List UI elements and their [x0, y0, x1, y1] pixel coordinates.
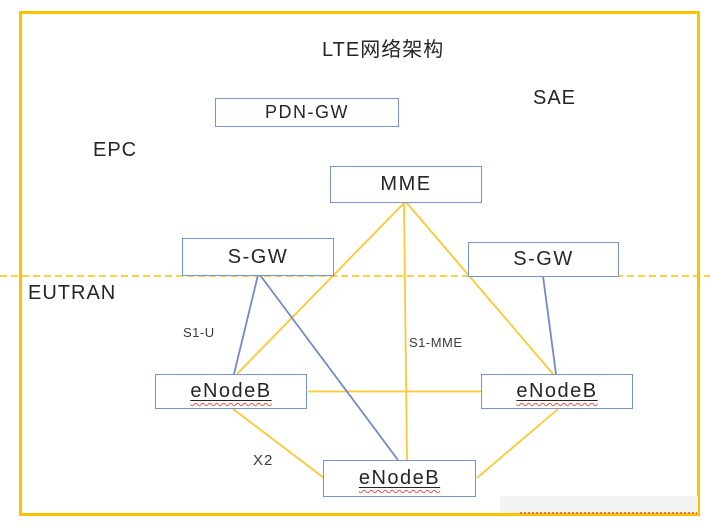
edge-label-s1-mme[interactable]: S1-MME [409, 335, 463, 350]
highlight-artifact [500, 496, 698, 513]
edge-mme-enodeb-left [236, 201, 406, 375]
diagram-title[interactable]: LTE网络架构 [322, 39, 445, 61]
region-label-epc[interactable]: EPC [93, 139, 138, 161]
edge-mme-enodeb-right [405, 201, 554, 375]
node-enodeb-left[interactable]: eNodeB [155, 374, 307, 409]
node-sgw-right[interactable]: S-GW [468, 242, 619, 277]
edge-sgwright-enodeb-right [542, 275, 557, 375]
region-label-sae[interactable]: SAE [533, 87, 577, 109]
edge-label-x2[interactable]: X2 [253, 452, 274, 469]
node-sgw-left[interactable]: S-GW [182, 238, 334, 276]
edge-sgwleft-enodeb-bottom [259, 274, 399, 461]
edge-x2-enodeb-left-bottom [232, 408, 325, 479]
edge-sgwleft-enodeb-left [233, 274, 259, 375]
node-mme[interactable]: MME [330, 166, 482, 203]
node-pdn-gw[interactable]: PDN-GW [215, 98, 399, 127]
region-label-eutran[interactable]: EUTRAN [28, 282, 117, 304]
node-sgw-right-label: S-GW [513, 248, 574, 270]
node-enodeb-left-label: eNodeB [190, 380, 272, 402]
node-enodeb-bottom-label: eNodeB [358, 467, 441, 489]
edge-mme-enodeb-bottom [403, 201, 408, 461]
node-sgw-left-label: S-GW [227, 245, 289, 268]
node-enodeb-right-label: eNodeB [516, 380, 598, 402]
edge-label-s1-u[interactable]: S1-U [183, 325, 215, 340]
node-mme-label: MME [380, 173, 432, 195]
node-enodeb-right[interactable]: eNodeB [481, 374, 633, 409]
edge-enodeb-right-bottom [476, 408, 559, 479]
node-pdn-gw-label: PDN-GW [265, 102, 349, 122]
node-enodeb-bottom[interactable]: eNodeB [323, 460, 476, 497]
outer-frame [19, 11, 700, 516]
